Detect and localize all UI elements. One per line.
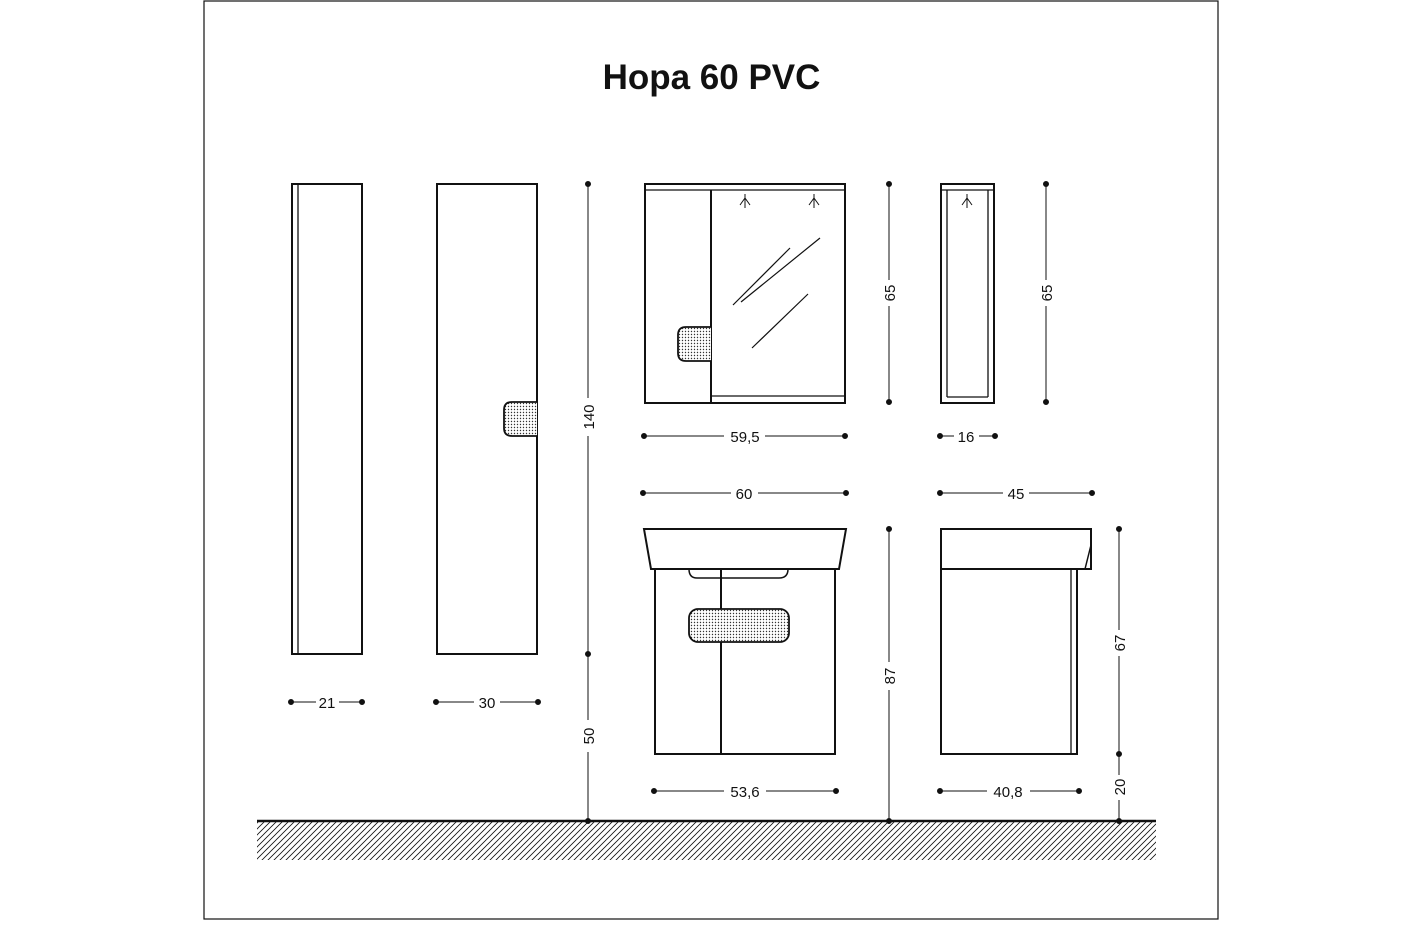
sheet-frame (203, 0, 1219, 920)
drawing-title: Hopa 60 PVC (602, 58, 821, 97)
tall-cabinet-front-view (436, 183, 538, 655)
dim-cabinet-side-width: 40,8 (993, 784, 1022, 801)
lamp-icon (739, 194, 751, 208)
dimension-labels: 21 30 140 50 59,5 65 16 65 60 45 87 67 2… (319, 285, 1129, 801)
dim-mirror-width: 59,5 (730, 429, 759, 446)
dim-vanity-leg-height: 20 (1112, 779, 1129, 796)
dim-vanity-height: 87 (882, 668, 899, 685)
mirror-reflection-lines (732, 237, 821, 349)
lamp-icon (808, 194, 820, 208)
dim-tall-front-width: 30 (479, 695, 496, 712)
mirror-cabinet-handle (677, 326, 711, 362)
dim-mirror-height: 65 (882, 285, 899, 302)
dim-vanity-side-height: 67 (1112, 635, 1129, 652)
vanity-drawer-handle (688, 608, 790, 643)
tall-cabinet-handle (503, 401, 537, 437)
dim-basin-depth: 45 (1008, 486, 1025, 503)
basin-side (940, 528, 1092, 570)
dim-mirror-side-depth: 16 (958, 429, 975, 446)
mirror-cabinet-side-view (940, 183, 995, 404)
dim-basin-width: 60 (736, 486, 753, 503)
dim-cabinet-front-width: 53,6 (730, 784, 759, 801)
dim-mirror-side-height: 65 (1039, 285, 1056, 302)
lamp-icon (961, 194, 973, 208)
dim-tall-side-width: 21 (319, 695, 336, 712)
floor-line (257, 819, 1156, 860)
mirror-cabinet-front-view (644, 183, 846, 404)
dim-tall-height: 140 (581, 404, 598, 429)
vanity-front-view (642, 528, 848, 755)
dim-tall-mount-height: 50 (581, 728, 598, 745)
vanity-side-view (940, 528, 1092, 755)
tall-cabinet-side-view (291, 183, 363, 655)
dimension-lines (288, 181, 1122, 824)
basin-front (642, 528, 848, 570)
